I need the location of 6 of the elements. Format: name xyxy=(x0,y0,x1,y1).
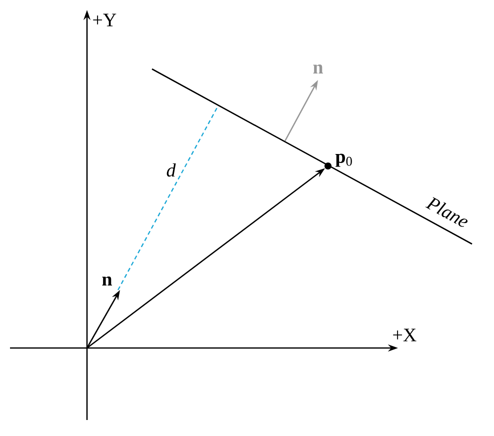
axis-label: +Y xyxy=(93,14,116,26)
axis-label: +X xyxy=(393,328,416,342)
dashed-line xyxy=(117,106,219,290)
point-label: p$_{0}$ xyxy=(335,154,352,167)
edge-label: d xyxy=(166,163,176,177)
vector-label: n xyxy=(102,276,112,286)
